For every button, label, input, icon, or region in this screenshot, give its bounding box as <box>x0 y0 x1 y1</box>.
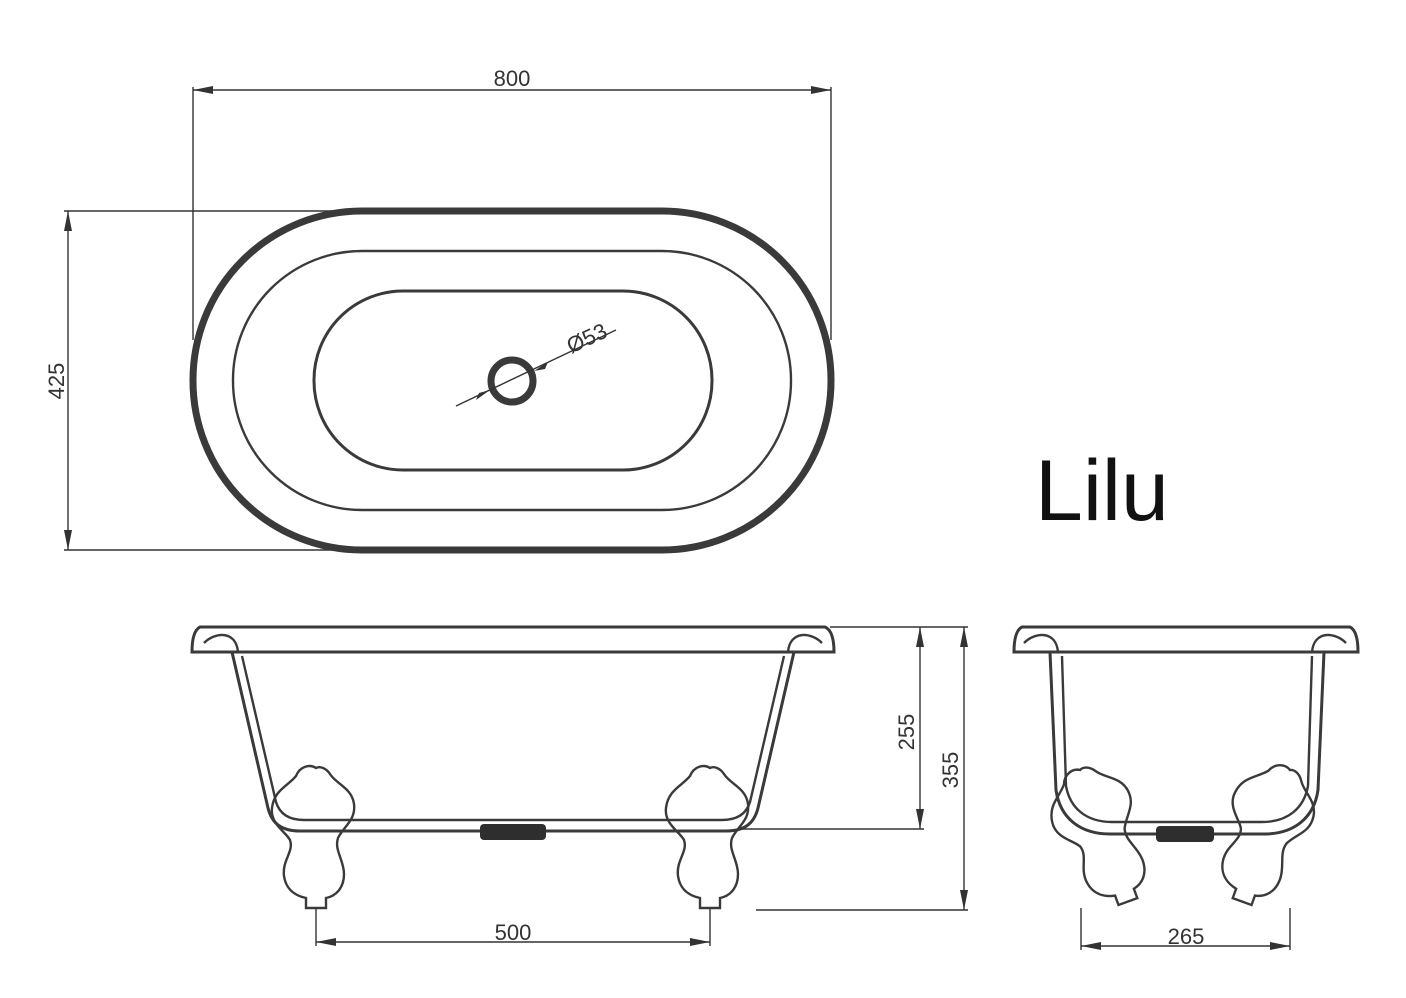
front-elevation: 500 255 355 <box>190 625 968 946</box>
front-foot-left <box>270 764 356 910</box>
product-title: Lilu <box>1035 443 1169 539</box>
arrow-icon <box>64 211 72 231</box>
arrow-icon <box>1270 942 1290 950</box>
tub-inner-rim <box>231 249 793 512</box>
side-body-inner <box>1060 655 1314 824</box>
arrow-icon <box>1081 942 1101 950</box>
arrow-icon <box>916 809 924 829</box>
tub-outer-rim <box>189 207 835 554</box>
front-rim-curl-right <box>786 633 823 653</box>
front-foot-right <box>664 764 750 910</box>
arrow-icon <box>64 530 72 550</box>
arrow-icon <box>916 627 924 647</box>
depth-dimension-label: 425 <box>44 363 69 400</box>
side-body-outer <box>1048 651 1326 836</box>
side-drain-fitting <box>1156 826 1214 842</box>
side-rim-curl-left <box>1023 633 1060 653</box>
arrow-icon <box>534 362 548 371</box>
total-height-label: 355 <box>938 752 963 789</box>
arrow-icon <box>960 627 968 647</box>
front-rim-curl-left <box>203 633 240 653</box>
arrow-icon <box>193 86 213 94</box>
arrow-icon <box>316 938 336 946</box>
front-drain-fitting <box>480 824 546 840</box>
arrow-icon <box>690 938 710 946</box>
drain-diameter-label: Ø53 <box>563 318 611 358</box>
side-feet-dimension-label: 265 <box>1168 924 1205 949</box>
front-rim <box>190 625 836 654</box>
inner-height-label: 255 <box>894 714 919 751</box>
side-elevation: 265 <box>1012 625 1360 950</box>
tub-basin-floor <box>312 289 714 472</box>
front-body-inner <box>240 655 786 822</box>
width-dimension-label: 800 <box>494 66 531 91</box>
feet-dimension-label: 500 <box>495 920 532 945</box>
drain-icon <box>487 356 537 406</box>
arrow-icon <box>960 890 968 910</box>
side-rim-curl-right <box>1310 633 1347 653</box>
front-body-outer <box>230 651 796 833</box>
side-rim <box>1012 625 1360 654</box>
arrow-icon <box>476 390 490 400</box>
plan-view: 800 425 Ø53 <box>44 66 835 554</box>
arrow-icon <box>811 86 831 94</box>
